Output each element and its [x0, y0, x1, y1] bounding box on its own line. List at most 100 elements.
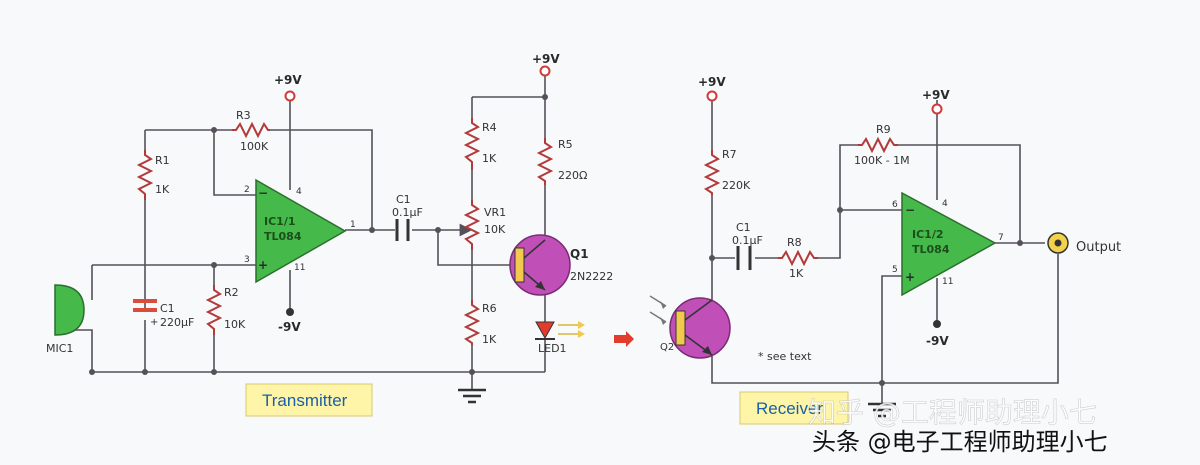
svg-text:Receiver: Receiver	[756, 399, 823, 418]
svg-text:+9V: +9V	[922, 88, 950, 102]
svg-text:知乎 @工程师助理小七: 知乎 @工程师助理小七	[808, 396, 1097, 429]
transmitter-circuit: +9V -9V +9V R1 1K R2 10K R3 100K R4	[46, 52, 613, 417]
svg-text:C1: C1	[736, 221, 751, 234]
svg-text:VR1: VR1	[484, 206, 506, 219]
svg-text:10K: 10K	[224, 318, 246, 331]
resistor-r8: R8 1K	[778, 236, 818, 280]
svg-text:0.1µF: 0.1µF	[732, 234, 763, 247]
svg-text:IC1/1: IC1/1	[264, 215, 296, 228]
output-terminal: Output	[1047, 232, 1121, 255]
svg-text:1: 1	[350, 220, 356, 230]
transmitter-junctions	[89, 94, 548, 375]
svg-text:1K: 1K	[789, 267, 804, 280]
svg-text:220µF: 220µF	[160, 316, 194, 329]
ir-link-arrow	[614, 331, 634, 347]
svg-text:Q1: Q1	[570, 247, 589, 261]
resistor-r2: R2 10K	[205, 285, 246, 335]
led-led1: LED1	[535, 321, 585, 355]
microphone-mic1: MIC1	[46, 284, 85, 355]
svg-text:0.1µF: 0.1µF	[392, 206, 423, 219]
svg-text:R4: R4	[482, 121, 497, 134]
svg-text:7: 7	[998, 233, 1004, 243]
svg-text:+: +	[258, 258, 268, 272]
svg-text:2N2222: 2N2222	[570, 270, 613, 283]
svg-text:-9V: -9V	[926, 334, 949, 348]
resistor-r3: R3 100K	[232, 109, 270, 153]
svg-text:R7: R7	[722, 148, 737, 161]
svg-text:2: 2	[244, 185, 250, 195]
receiver-wires	[711, 100, 1059, 404]
watermark: 知乎 @工程师助理小七 头条 @电子工程师助理小七	[808, 396, 1108, 456]
supply-terminal-rx-ic-neg: -9V	[926, 320, 949, 348]
svg-text:+9V: +9V	[274, 73, 302, 87]
receiver-junctions	[709, 207, 1023, 386]
resistor-r7: R7 220K	[703, 148, 751, 195]
svg-text:头条 @电子工程师助理小七: 头条 @电子工程师助理小七	[812, 428, 1108, 456]
supply-terminal-tx-q-pos: +9V	[532, 52, 560, 77]
svg-text:−: −	[258, 186, 268, 200]
capacitor-c1-coupling: C1 0.1µF	[392, 193, 423, 241]
svg-text:IC1/2: IC1/2	[912, 228, 944, 241]
svg-text:MIC1: MIC1	[46, 342, 73, 355]
resistor-r5: R5 220Ω	[536, 138, 587, 185]
receiver-label: Receiver	[739, 391, 849, 425]
transistor-q1: Q1 2N2222	[509, 234, 613, 296]
see-text-note: * see text	[758, 350, 812, 363]
svg-text:220K: 220K	[722, 179, 751, 192]
svg-text:-9V: -9V	[278, 320, 301, 334]
opamp-ic1-1: 2 − 3 + 4 11 1 IC1/1 TL084	[244, 178, 356, 284]
supply-terminal-rx-ic-pos: +9V	[922, 88, 950, 115]
svg-text:100K: 100K	[240, 140, 269, 153]
potentiometer-vr1: VR1 10K	[463, 200, 506, 250]
svg-text:+9V: +9V	[532, 52, 560, 66]
receiver-circuit: +9V +9V -9V R7 220K R8 1K R9 100K - 1M	[649, 75, 1121, 425]
svg-text:100K - 1M: 100K - 1M	[854, 154, 910, 167]
svg-text:R3: R3	[236, 109, 251, 122]
svg-text:C1: C1	[396, 193, 411, 206]
supply-terminal-rx-r7-pos: +9V	[698, 75, 726, 102]
svg-text:Transmitter: Transmitter	[262, 391, 348, 410]
supply-terminal-tx-ic-neg: -9V	[278, 308, 301, 334]
resistor-r6: R6 1K	[463, 300, 497, 346]
svg-text:R9: R9	[876, 123, 891, 136]
resistor-r4: R4 1K	[463, 118, 497, 170]
opamp-ic1-2: 6 − 5 + 4 11 7 IC1/2 TL084	[892, 191, 1004, 297]
svg-text:R5: R5	[558, 138, 573, 151]
svg-text:* see text: * see text	[758, 350, 812, 363]
resistor-r1: R1 1K	[136, 150, 170, 200]
svg-text:11: 11	[942, 277, 953, 287]
svg-text:220Ω: 220Ω	[558, 169, 587, 182]
svg-text:Q2: Q2	[660, 342, 674, 353]
transmitter-label: Transmitter	[245, 383, 373, 417]
svg-text:LED1: LED1	[538, 342, 567, 355]
svg-text:TL084: TL084	[264, 230, 302, 243]
svg-text:R6: R6	[482, 302, 497, 315]
svg-text:+9V: +9V	[698, 75, 726, 89]
svg-text:−: −	[905, 203, 915, 217]
svg-text:Output: Output	[1076, 240, 1121, 255]
phototransistor-q2: Q2	[649, 295, 731, 359]
ground-symbol-rx	[868, 402, 896, 418]
svg-text:11: 11	[294, 263, 305, 273]
svg-text:1K: 1K	[155, 183, 170, 196]
svg-text:+: +	[150, 317, 158, 328]
svg-text:TL084: TL084	[912, 243, 950, 256]
svg-text:1K: 1K	[482, 333, 497, 346]
svg-text:5: 5	[892, 265, 898, 275]
svg-text:+: +	[905, 270, 915, 284]
svg-text:R1: R1	[155, 154, 170, 167]
svg-text:6: 6	[892, 200, 898, 210]
ground-symbol-tx	[458, 388, 486, 404]
svg-text:10K: 10K	[484, 223, 506, 236]
svg-text:R8: R8	[787, 236, 802, 249]
svg-text:3: 3	[244, 255, 250, 265]
svg-text:C1: C1	[160, 302, 175, 315]
capacitor-c1-electrolytic: C1 + 220µF	[133, 299, 194, 329]
supply-terminal-tx-ic-pos: +9V	[274, 73, 302, 102]
resistor-r9: R9 100K - 1M	[854, 123, 910, 167]
svg-text:1K: 1K	[482, 152, 497, 165]
svg-text:4: 4	[942, 199, 948, 209]
svg-text:4: 4	[296, 187, 302, 197]
